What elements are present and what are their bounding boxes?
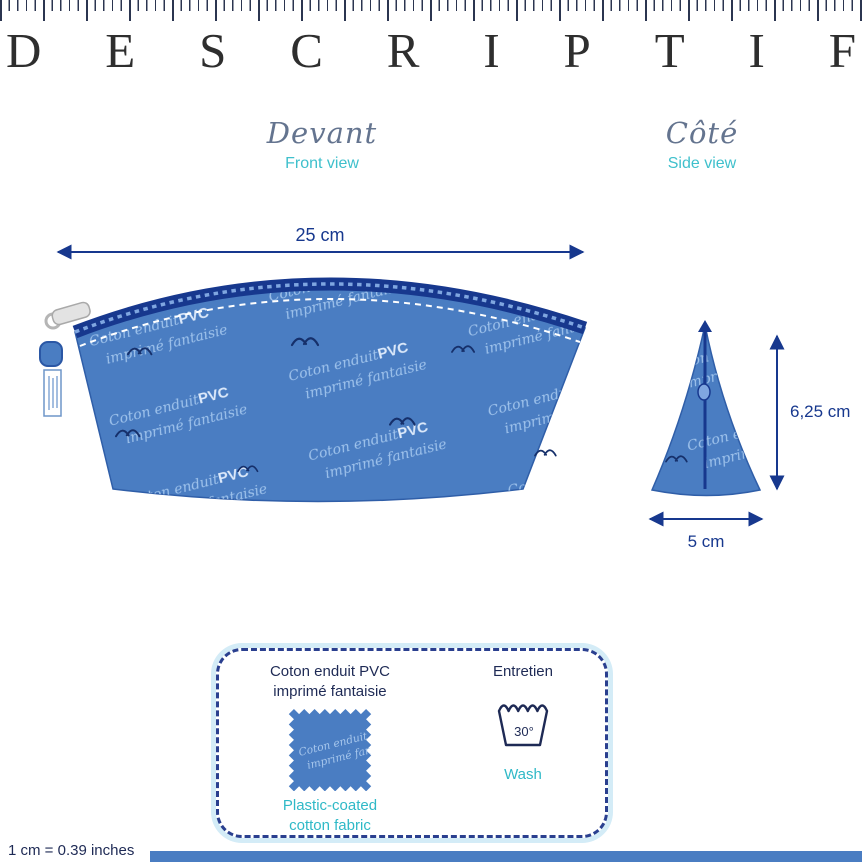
- care-title: Entretien: [492, 663, 553, 680]
- side-view-subtitle: Side view: [667, 155, 737, 172]
- side-zipper-top: [698, 320, 712, 332]
- wash-basin-shape: [497, 704, 549, 746]
- side-view-heading: Côté Side view: [612, 116, 792, 173]
- bird-icon: [290, 337, 320, 347]
- fabric-swatch-icon: Coton enduit imprimé fantaisie: [288, 708, 380, 791]
- bird-icon: [451, 345, 476, 353]
- fabric-subtitle-line1: Plastic-coated: [282, 797, 378, 814]
- zipper-teeth: [74, 282, 586, 334]
- zipper-pull-icon: [44, 301, 91, 330]
- front-pouch-fabric-pattern: [75, 283, 585, 502]
- fabric-column: Coton enduit PVC imprimé fantaisie Coton…: [219, 651, 441, 835]
- front-view-title: Devant: [266, 116, 378, 150]
- care-column: Entretien 30° Wash: [441, 651, 605, 835]
- bird-icon: [127, 347, 153, 356]
- title-letter: I: [748, 23, 765, 78]
- scale-conversion-note: 1 cm = 0.39 inches: [8, 842, 135, 859]
- side-width-dimension-label: 5 cm: [688, 532, 725, 551]
- fabric-title-line2: imprimé fantaisie: [273, 682, 387, 700]
- title-letter: F: [828, 23, 856, 78]
- title-letter: S: [199, 23, 227, 78]
- brand-label: [43, 369, 62, 417]
- bird-icons: [115, 337, 557, 473]
- swatch-fabric: [288, 708, 372, 791]
- title-letter: E: [105, 23, 136, 78]
- title-letter: D: [6, 23, 42, 78]
- stitch-line: [79, 297, 581, 347]
- front-view-heading: Devant Front view: [182, 116, 462, 173]
- side-loop-tab: [39, 341, 63, 367]
- fabric-title-line1: Coton enduit PVC: [269, 663, 391, 680]
- bird-icon: [237, 465, 259, 473]
- side-zipper-pull-icon: [697, 376, 711, 401]
- title-letter: T: [654, 23, 685, 78]
- fabric-subtitle-line2: cotton fabric: [289, 816, 371, 834]
- bird-icon: [388, 417, 416, 426]
- side-view-drawing: 6,25 cm 5 cm: [648, 320, 850, 551]
- bird-icon: [534, 449, 557, 457]
- front-width-dimension-label: 25 cm: [295, 225, 344, 245]
- bird-icon: [665, 455, 688, 463]
- front-view-drawing: 25 cm: [39, 225, 588, 503]
- title-letter: R: [386, 23, 420, 78]
- ruler-tape: [0, 0, 862, 24]
- page-title: D E S C R I P T I F: [0, 22, 862, 79]
- wash-temperature-label: 30°: [514, 724, 534, 739]
- side-view-title: Côté: [665, 116, 739, 150]
- care-label: Wash: [504, 765, 542, 783]
- bird-icon: [115, 429, 141, 438]
- front-view-subtitle: Front view: [285, 155, 359, 172]
- bottom-blue-strip: [150, 851, 862, 862]
- materials-care-panel: Coton enduit PVC imprimé fantaisie Coton…: [216, 648, 608, 838]
- side-height-dimension-label: 6,25 cm: [790, 402, 850, 421]
- title-letter: P: [563, 23, 591, 78]
- title-letter: C: [290, 23, 323, 78]
- title-letter: I: [483, 23, 500, 78]
- wash-30-icon: 30°: [497, 704, 549, 746]
